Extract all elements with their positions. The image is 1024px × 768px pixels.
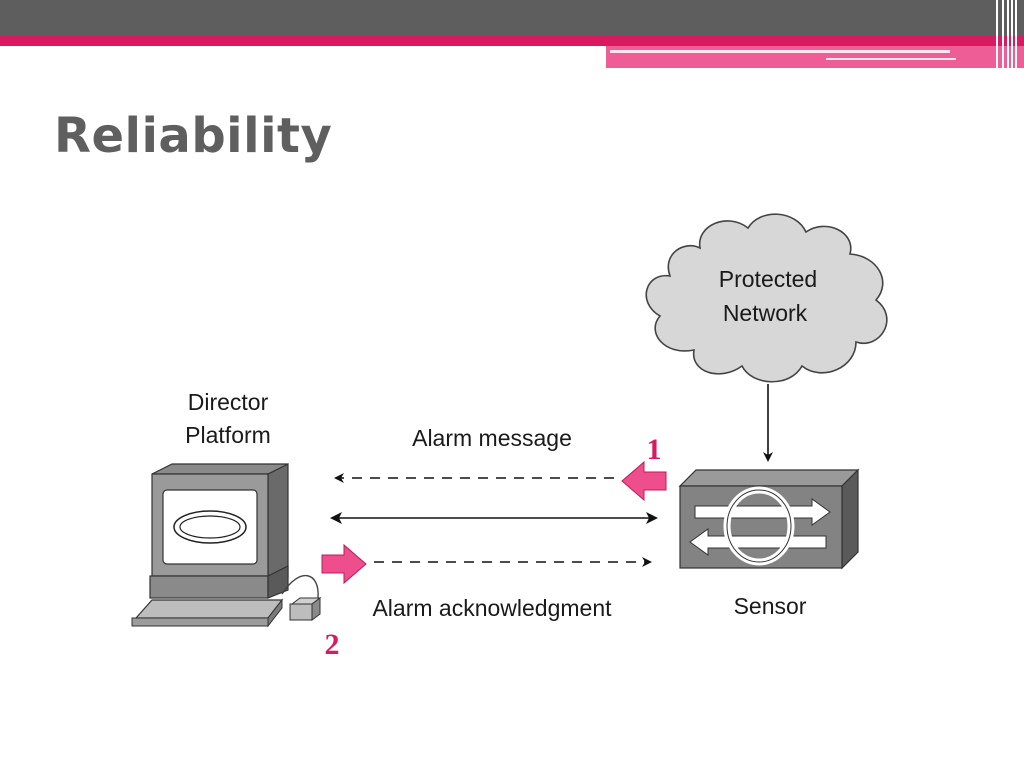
step1-pointer-icon <box>621 460 667 502</box>
step2-pointer-icon <box>321 543 367 585</box>
director-label-line2: Platform <box>185 422 271 448</box>
sensor-label: Sensor <box>734 593 807 619</box>
cloud-label-line2: Network <box>723 300 808 326</box>
step2-number: 2 <box>325 628 340 661</box>
director-computer-icon <box>131 463 322 628</box>
stripe-highlight <box>826 58 956 60</box>
alarm-message-label: Alarm message <box>412 425 572 451</box>
stripe-highlight <box>610 50 950 53</box>
header-decoration-lines <box>992 0 1024 68</box>
director-label-line1: Director <box>188 389 269 415</box>
alarm-ack-label: Alarm acknowledgment <box>372 595 612 621</box>
cloud-label-line1: Protected <box>719 266 817 292</box>
step1-number: 1 <box>647 433 662 466</box>
slide-title: Reliability <box>54 108 333 164</box>
header-accent-bar <box>0 36 1024 46</box>
sensor-device-icon <box>678 468 860 570</box>
protected-network-cloud-icon <box>645 213 888 383</box>
header-bar <box>0 0 1024 36</box>
header-accent-stripe <box>606 46 1024 68</box>
